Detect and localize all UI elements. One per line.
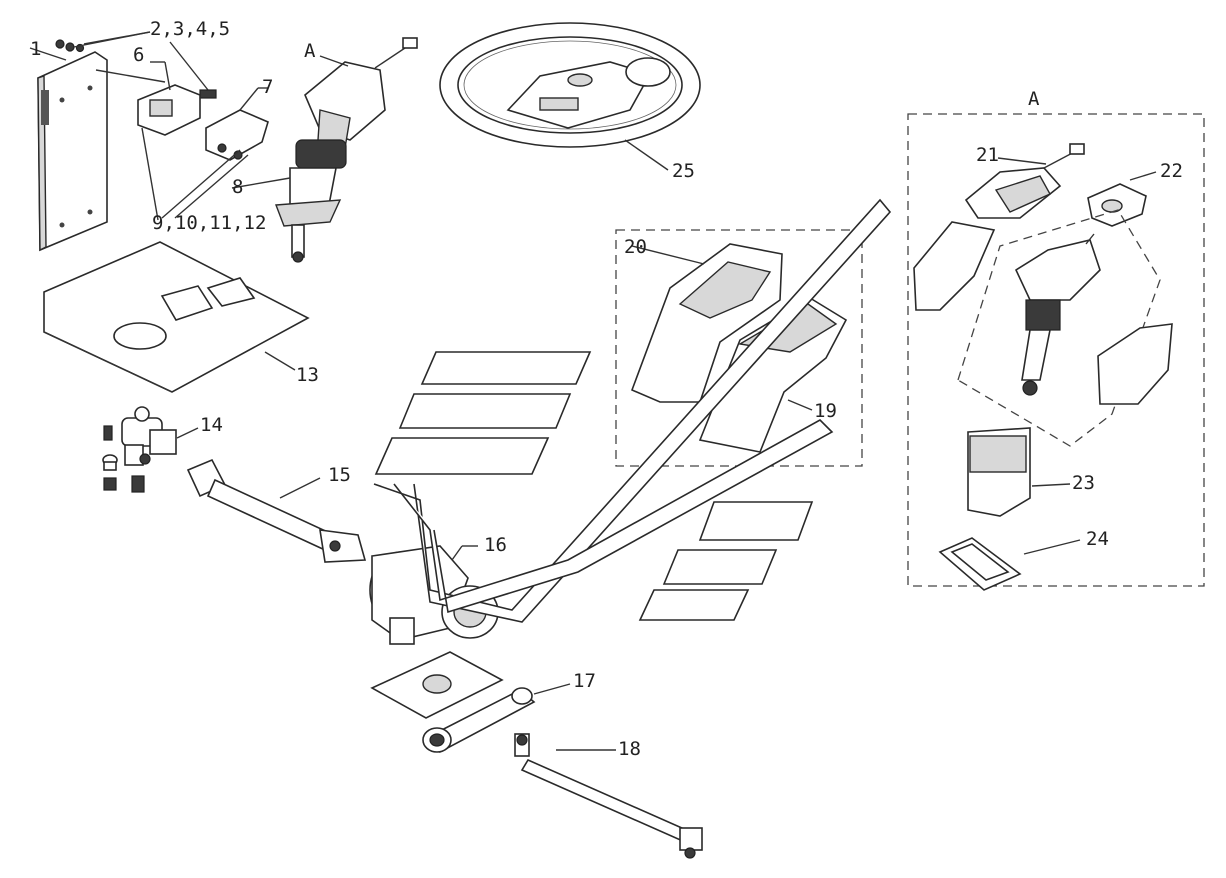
part-15-drive-shaft [186, 458, 367, 563]
part-6-bracket [95, 61, 201, 136]
part-2-5-fasteners [55, 31, 217, 99]
part-1-panel [37, 51, 108, 252]
stacked-arrow-shapes [373, 198, 892, 623]
label-part-7: 7 [262, 76, 274, 98]
label-part-1: 1 [30, 38, 42, 60]
label-part-9-12: 9,10,11,12 [152, 212, 267, 234]
part-8-steering-column [275, 37, 418, 263]
label-part-2-5: 2,3,4,5 [150, 18, 231, 40]
label-part-6: 6 [133, 44, 145, 66]
detail-a-parts [913, 143, 1173, 591]
label-detail-a-title: A [1028, 88, 1040, 110]
label-part-24: 24 [1086, 528, 1109, 550]
label-part-14: 14 [200, 414, 223, 436]
label-part-13: 13 [296, 364, 319, 386]
label-part-16: 16 [484, 534, 507, 556]
label-part-25: 25 [672, 160, 695, 182]
label-part-21: 21 [976, 144, 999, 166]
label-part-20: 20 [624, 236, 647, 258]
label-part-8: 8 [232, 176, 244, 198]
label-part-22: 22 [1160, 160, 1183, 182]
part-17-pitman-arm [370, 651, 536, 754]
part-20-upper-shroud [630, 243, 783, 403]
label-part-23: 23 [1072, 472, 1095, 494]
part-18-tie-rod [514, 733, 703, 859]
label-part-15: 15 [328, 464, 351, 486]
part-7-mount [205, 87, 269, 161]
part-13-floor-panel [43, 241, 310, 393]
label-part-18: 18 [618, 738, 641, 760]
label-detail-a-callout: A [304, 40, 316, 62]
part-14-joint [102, 406, 177, 493]
label-part-17: 17 [573, 670, 596, 692]
label-part-19: 19 [814, 400, 837, 422]
part-25-steering-wheel [439, 22, 701, 148]
detail-a-boundary [907, 113, 1205, 587]
